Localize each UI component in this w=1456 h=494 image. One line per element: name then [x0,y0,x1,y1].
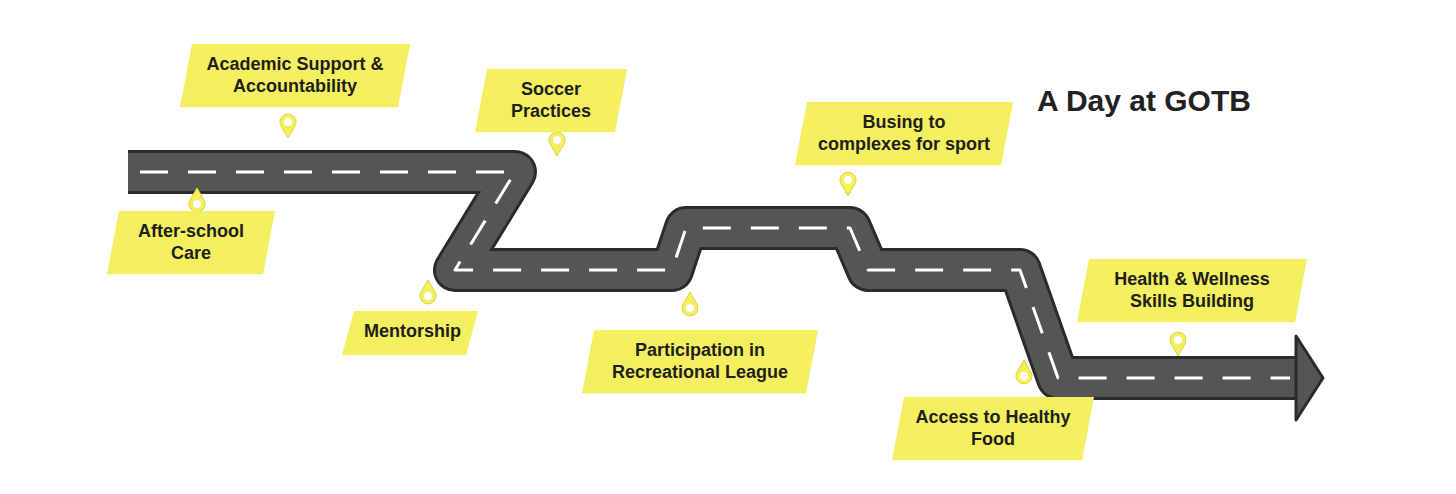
label-tag: Health & Wellness Skills Building [1077,259,1307,322]
pin-body [549,132,565,156]
tag-fill [1077,259,1307,322]
tag-text: After-school Care [107,211,275,274]
tag-text: Mentorship [342,311,478,353]
pin-hole [1020,372,1028,380]
pin-body [840,172,856,196]
tag-text: Busing to complexes for sport [795,102,1013,165]
pin-marker [280,114,296,138]
pin-body [189,188,205,212]
tag-fill [180,44,410,107]
label-tag: Participation in Recreational League [582,330,818,393]
pin-marker [840,172,856,196]
tag-fill [795,102,1013,165]
label-tag: Academic Support & Accountability [180,44,410,107]
pin-body [420,280,436,304]
tag-fill [475,69,627,132]
pin-body [280,114,296,138]
pin-marker [682,292,698,316]
tag-text: Participation in Recreational League [582,330,818,393]
tag-fill [342,311,478,355]
pin-marker [189,188,205,212]
pin-hole [193,200,201,208]
tag-fill [582,330,818,393]
tag-text: Soccer Practices [475,69,627,132]
pin-body [1170,332,1186,356]
tag-text: Access to Healthy Food [892,397,1094,460]
tag-text: Academic Support & Accountability [180,44,410,107]
label-tag: Busing to complexes for sport [795,102,1013,165]
road-arrowhead [1296,336,1323,420]
pin-hole [424,292,432,300]
pin-hole [686,304,694,312]
pin-hole [844,176,852,184]
tag-fill [107,211,275,274]
label-tag: After-school Care [107,211,275,274]
label-tag: Access to Healthy Food [892,397,1094,460]
label-tag: Mentorship [342,311,478,355]
diagram-title: A Day at GOTB [1037,84,1251,118]
pin-body [682,292,698,316]
tag-fill [892,397,1094,460]
pin-marker [1016,360,1032,384]
tag-text: Health & Wellness Skills Building [1077,259,1307,322]
pin-marker [549,132,565,156]
pin-marker [1170,332,1186,356]
label-tag: Soccer Practices [475,69,627,132]
pin-marker [420,280,436,304]
pin-hole [284,118,292,126]
pin-hole [553,136,561,144]
pin-hole [1174,336,1182,344]
pin-body [1016,360,1032,384]
